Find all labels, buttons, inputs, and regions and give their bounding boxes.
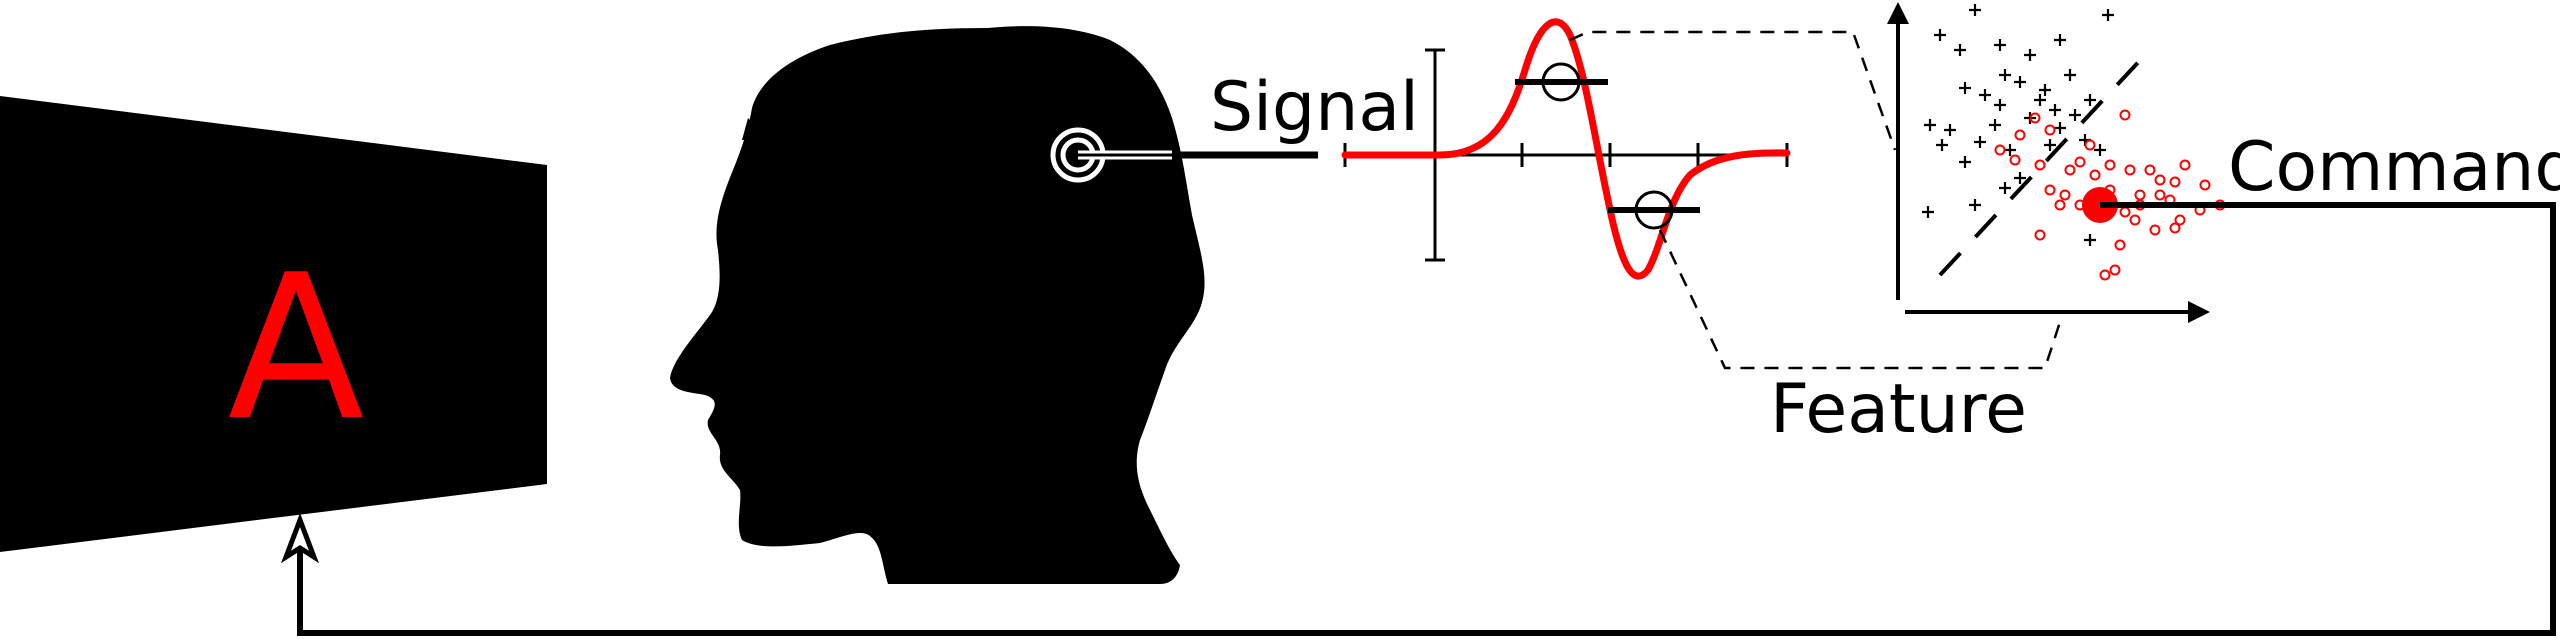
scatter-point-circle: [2009, 154, 2021, 166]
hair-tufts: [742, 28, 1160, 140]
scatter-point-plus: [2039, 84, 2051, 96]
scatter-point-plus: [1989, 119, 2001, 131]
scatter-point-circle: [2074, 156, 2086, 168]
scatter-point-circle: [2084, 139, 2096, 151]
scatter-point-circle: [2129, 214, 2141, 226]
scatter-point-plus: [1969, 4, 1981, 16]
scatter-point-circle: [2034, 229, 2046, 241]
scatter-point-plus: [1924, 119, 1936, 131]
scatter-point-circle: [2124, 164, 2136, 176]
scatter-point-circle: [2154, 189, 2166, 201]
electrode-icon: [1050, 127, 1172, 183]
signal-plot: [1341, 18, 1791, 280]
scatter-point-plus: [2069, 109, 2081, 121]
head-silhouette-icon: [670, 26, 1205, 584]
scatter-point-circle: [2059, 189, 2071, 201]
scatter-point-circle: [2169, 176, 2181, 188]
scatter-point-plus: [1994, 99, 2006, 111]
scatter-point-plus: [2049, 104, 2061, 116]
scatter-point-plus: [2024, 49, 2036, 61]
scatter-point-circle: [2054, 199, 2066, 211]
scatter-point-circle: [2029, 112, 2041, 124]
scatter-point-circle: [2064, 164, 2076, 176]
scatter-point-circle: [2114, 239, 2126, 251]
feedback-loop: [297, 202, 2556, 636]
scatter-point-plus: [2034, 94, 2046, 106]
scatter-point-plus: [1944, 124, 1956, 136]
scatter-point-plus: [2054, 122, 2066, 134]
scatter-point-plus: [2014, 76, 2026, 88]
scatter-x-arrow-icon: [2188, 301, 2210, 323]
signal-waveform: [1341, 18, 1791, 280]
feature-label: Feature: [1770, 370, 2027, 449]
command-label: Command: [2228, 128, 2560, 207]
scatter-point-plus: [2084, 94, 2096, 106]
scatter-point-plus: [1934, 29, 1946, 41]
scatter-point-circle: [2154, 174, 2166, 186]
scatter-point-plus: [1979, 89, 1991, 101]
feature-projection-upper: [1569, 30, 1897, 151]
scatter-point-circle: [2144, 164, 2156, 176]
scatter-point-plus: [2094, 144, 2106, 156]
scatter-point-circle: [2044, 124, 2056, 136]
signal-label: Signal: [1210, 68, 1419, 147]
scatter-point-circle: [2179, 159, 2191, 171]
scatter-point-plus: [2064, 69, 2076, 81]
feature-scatter: [1887, 2, 2226, 323]
screen-panel: [0, 96, 547, 552]
scatter-point-plus: [1999, 182, 2011, 194]
scatter-point-circle: [2014, 129, 2026, 141]
scatter-point-circle: [2109, 264, 2121, 276]
scatter-points: [1922, 4, 2226, 281]
feature-projection: [1569, 30, 2062, 370]
scatter-point-plus: [1922, 206, 1934, 218]
scatter-point-plus: [1994, 39, 2006, 51]
scatter-point-circle: [2044, 184, 2056, 196]
scatter-point-circle: [2169, 222, 2181, 234]
scatter-point-circle: [2119, 206, 2131, 218]
scatter-point-circle: [2099, 269, 2111, 281]
stimulus-screen: A: [0, 96, 547, 552]
feature-projection-lower: [1658, 229, 2062, 370]
scatter-point-circle: [2104, 159, 2116, 171]
scatter-point-circle: [2089, 169, 2101, 181]
scatter-y-arrow-icon: [1887, 2, 1909, 24]
scatter-point-plus: [2044, 139, 2056, 151]
scatter-point-circle: [2199, 179, 2211, 191]
scatter-point-circle: [2119, 109, 2131, 121]
scatter-point-circle: [2174, 214, 2186, 226]
scatter-point-plus: [2004, 144, 2016, 156]
scatter-point-plus: [2084, 234, 2096, 246]
scatter-point-circle: [1994, 144, 2006, 156]
scatter-point-plus: [2054, 34, 2066, 46]
scatter-point-plus: [1999, 69, 2011, 81]
scatter-point-plus: [1959, 82, 1971, 94]
scatter-point-plus: [1936, 139, 1948, 151]
scatter-point-plus: [1969, 199, 1981, 211]
scatter-point-plus: [1954, 44, 1966, 56]
scatter-point-plus: [1974, 136, 1986, 148]
scatter-point-plus: [2014, 172, 2026, 184]
scatter-point-plus: [2102, 9, 2114, 21]
scatter-point-circle: [2034, 159, 2046, 171]
scatter-point-circle: [2149, 224, 2161, 236]
scatter-point-plus: [1959, 156, 1971, 168]
scatter-point-circle: [2134, 189, 2146, 201]
feedback-path: [297, 202, 2556, 636]
screen-letter: A: [228, 232, 365, 465]
arrow-up-icon: [280, 512, 320, 564]
